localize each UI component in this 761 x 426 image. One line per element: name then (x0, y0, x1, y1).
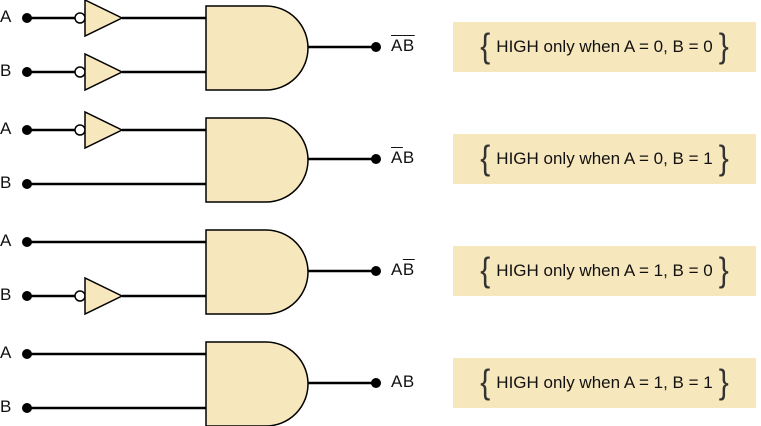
inversion-bubble (74, 290, 86, 302)
right-brace: } (718, 251, 729, 290)
input-label: A (0, 343, 12, 362)
output-term: A (391, 148, 403, 167)
and-gate (205, 117, 309, 203)
input-label: A (0, 7, 12, 26)
inverter-triangle (84, 276, 124, 316)
output-expression: AB (391, 148, 415, 168)
inverter-triangle (84, 52, 124, 92)
description-text: HIGH only when A = 1, B = 0 (496, 261, 713, 280)
inversion-bubble (74, 12, 86, 24)
inverter-triangle (84, 0, 124, 38)
output-terminal (371, 154, 381, 164)
output-terminal (371, 378, 381, 388)
output-expression: AB (391, 260, 415, 280)
left-brace: { (480, 27, 491, 66)
description-box: { HIGH only when A = 1, B = 1} (453, 358, 756, 408)
input-label: B (0, 61, 12, 80)
output-expression: AB (391, 372, 415, 392)
description-box: { HIGH only when A = 0, B = 0} (453, 22, 756, 72)
input-label: A (0, 119, 12, 138)
left-brace: { (480, 139, 491, 178)
description-box: { HIGH only when A = 0, B = 1} (453, 134, 756, 184)
left-brace: { (480, 363, 491, 402)
inverter-triangle (84, 110, 124, 150)
left-brace: { (480, 251, 491, 290)
and-gate (205, 229, 309, 315)
output-term: A (391, 36, 403, 55)
description-text: HIGH only when A = 0, B = 1 (496, 149, 713, 168)
right-brace: } (718, 139, 729, 178)
description-box: { HIGH only when A = 1, B = 0} (453, 246, 756, 296)
input-label: B (0, 397, 12, 416)
output-term: A (391, 372, 403, 391)
input-label: A (0, 231, 12, 250)
input-label: B (0, 285, 12, 304)
output-term: B (402, 148, 415, 167)
output-expression: AB (391, 36, 415, 56)
input-label: B (0, 173, 12, 192)
output-terminal (371, 266, 381, 276)
inversion-bubble (74, 124, 86, 136)
inversion-bubble (74, 66, 86, 78)
output-term: A (391, 260, 403, 279)
output-term: B (402, 260, 415, 279)
description-text: HIGH only when A = 0, B = 0 (496, 37, 713, 56)
output-terminal (371, 42, 381, 52)
and-gate (205, 341, 309, 426)
right-brace: } (718, 27, 729, 66)
and-gate (205, 5, 309, 91)
description-text: HIGH only when A = 1, B = 1 (496, 373, 713, 392)
output-term: B (402, 372, 415, 391)
right-brace: } (718, 363, 729, 402)
output-term: B (402, 36, 415, 55)
